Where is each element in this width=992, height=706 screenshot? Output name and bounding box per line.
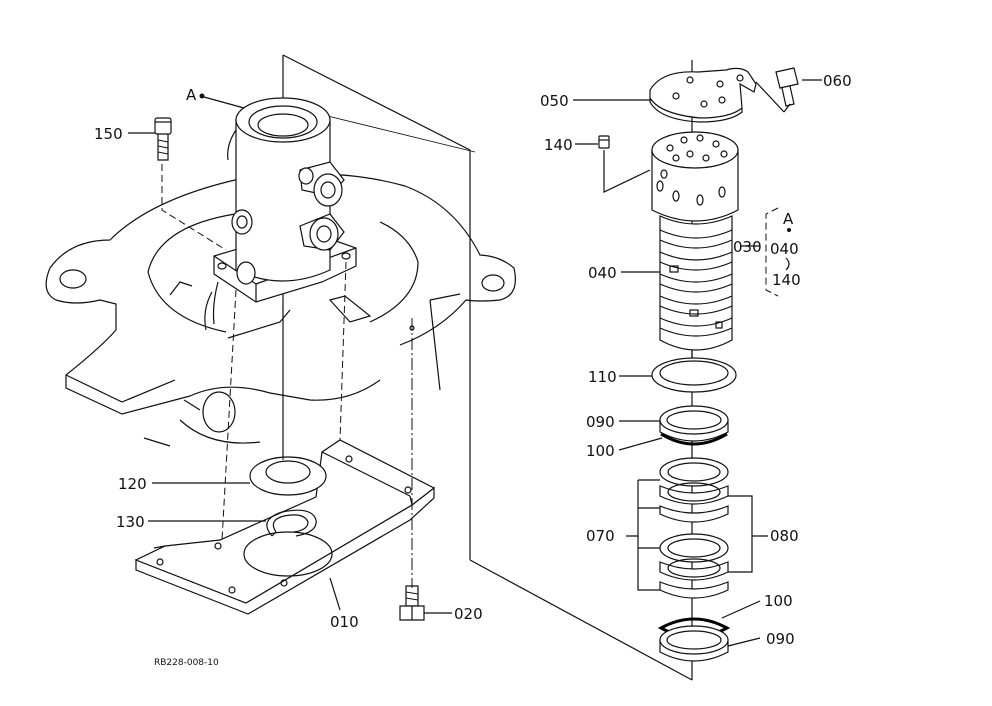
swivel-joint-body [199, 93, 357, 303]
label-120: 120 [118, 475, 147, 493]
label-040: 040 [588, 264, 617, 282]
cover-plate-050 [649, 67, 757, 123]
o-ring-110 [651, 357, 737, 393]
leader-lines [128, 79, 822, 647]
washer-120 [249, 456, 327, 496]
screw-140 [598, 135, 651, 193]
label-150: 150 [94, 125, 123, 143]
label-090-bottom: 090 [766, 630, 795, 648]
detail-a-range-end: 140 [772, 271, 801, 289]
label-060: 060 [823, 72, 852, 90]
callout-labels: 150 050 060 140 040 030 110 090 100 070 … [94, 72, 852, 668]
label-080: 080 [770, 527, 799, 545]
label-140: 140 [544, 136, 573, 154]
drawing-code: RB228-008-10 [154, 658, 219, 668]
detail-a-range-start: 040 [770, 240, 799, 258]
bolt-060 [755, 67, 799, 113]
base-frame [45, 173, 516, 447]
rotor-shaft-030 [651, 131, 739, 392]
label-090-top: 090 [586, 413, 615, 431]
seal-set-top [659, 405, 729, 446]
marker-a-left: A [186, 86, 197, 104]
bolt-020 [399, 318, 425, 621]
marker-a-right: A [783, 210, 794, 228]
plate-010 [134, 439, 436, 615]
seal-set-bottom [657, 617, 731, 662]
label-110: 110 [588, 368, 617, 386]
snap-ring-130 [266, 509, 317, 537]
packing-stack-upper [659, 457, 729, 523]
bolt-150 [154, 117, 227, 251]
detail-a-bracket [765, 207, 791, 297]
label-100-bottom: 100 [764, 592, 793, 610]
label-130: 130 [116, 513, 145, 531]
label-030: 030 [733, 238, 762, 256]
label-100-top: 100 [586, 442, 615, 460]
alignment-lines [221, 261, 347, 541]
label-050: 050 [540, 92, 569, 110]
label-010: 010 [330, 613, 359, 631]
label-020: 020 [454, 605, 483, 623]
label-070: 070 [586, 527, 615, 545]
packing-stack-lower [659, 533, 729, 599]
